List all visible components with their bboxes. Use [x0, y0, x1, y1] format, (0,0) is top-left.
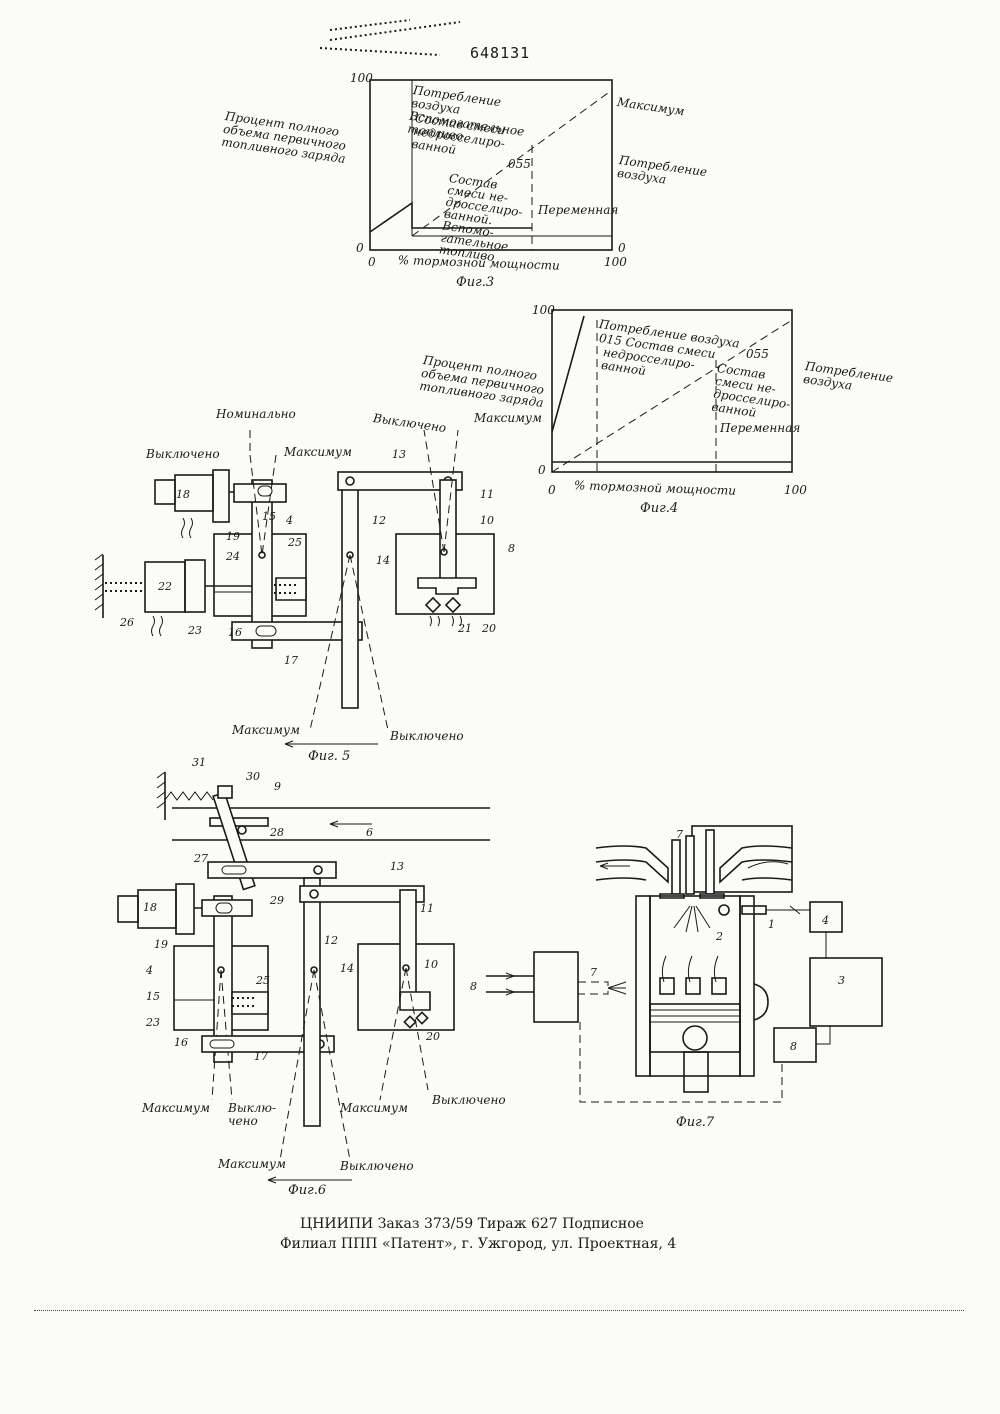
fig4-caption: Фиг.4 [640, 502, 678, 515]
fig3-label-055: 055 [508, 158, 531, 171]
fig3-right-top: 0 [618, 242, 626, 255]
svg-text:11: 11 [480, 488, 494, 501]
svg-text:11: 11 [420, 902, 434, 915]
fig5-label-off-left: Выключено [146, 448, 220, 461]
fig5-label-max-bottom: Максимум [232, 724, 300, 737]
fig3-caption: Фиг.3 [456, 276, 494, 289]
fig5-label-nominal: Номинально [216, 408, 296, 421]
svg-text:13: 13 [390, 860, 404, 873]
svg-text:19: 19 [226, 530, 240, 543]
fig4-label-055: 055 [746, 348, 769, 361]
fig6-label-off2: Выключено [432, 1094, 506, 1107]
svg-text:17: 17 [254, 1050, 268, 1063]
svg-text:12: 12 [372, 514, 386, 527]
fig3-label-variable: Переменная [538, 204, 618, 217]
fig6-label-max1: Максимум [142, 1102, 210, 1115]
svg-text:4: 4 [145, 964, 153, 977]
svg-text:31: 31 [192, 756, 206, 769]
fig6-mechanism [118, 772, 490, 1183]
fig6-label-off3: Выключено [340, 1160, 414, 1173]
fig6-label-max3: Максимум [218, 1158, 286, 1171]
fig5-label-max-right: Максимум [474, 412, 542, 425]
svg-text:7: 7 [590, 966, 597, 979]
fig3-label-mix2: Состав смеси не- дросселиро- ванной. Всп… [438, 172, 539, 268]
svg-text:26: 26 [119, 616, 134, 629]
svg-text:14: 14 [376, 554, 390, 567]
svg-text:27: 27 [193, 852, 208, 865]
svg-text:15: 15 [146, 990, 160, 1003]
svg-text:4: 4 [821, 914, 829, 927]
svg-text:7: 7 [676, 828, 683, 841]
svg-text:20: 20 [425, 1030, 440, 1043]
svg-text:24: 24 [225, 550, 240, 563]
svg-text:23: 23 [187, 624, 202, 637]
fig3-y-bottom: 0 [356, 242, 364, 255]
svg-text:6: 6 [366, 826, 373, 839]
scan-edge-line [34, 1310, 964, 1311]
svg-text:30: 30 [246, 770, 260, 783]
fig4-x-right: 100 [784, 484, 807, 497]
svg-text:15: 15 [262, 510, 276, 523]
svg-text:28: 28 [269, 826, 284, 839]
footer-line-1: ЦНИИПИ Заказ 373/59 Тираж 627 Подписное [300, 1216, 644, 1232]
fig4-y-top: 100 [532, 304, 555, 317]
svg-text:21: 21 [457, 622, 472, 635]
svg-text:16: 16 [228, 626, 242, 639]
svg-text:10: 10 [480, 514, 494, 527]
svg-text:23: 23 [145, 1016, 160, 1029]
svg-text:8: 8 [470, 980, 477, 993]
fig3-x-right: 100 [604, 256, 627, 269]
fig4-label-variable: Переменная [720, 422, 800, 435]
svg-text:16: 16 [174, 1036, 188, 1049]
fig7-engine [486, 826, 882, 1102]
svg-text:19: 19 [154, 938, 168, 951]
svg-text:22: 22 [157, 580, 172, 593]
scan-noise [320, 20, 460, 55]
svg-text:2: 2 [715, 930, 723, 943]
fig5-caption: Фиг. 5 [308, 750, 350, 763]
svg-text:8: 8 [790, 1040, 797, 1053]
fig3-x-left: 0 [368, 256, 376, 269]
fig4-y-bottom: 0 [538, 464, 546, 477]
svg-text:9: 9 [274, 780, 281, 793]
svg-text:13: 13 [392, 448, 406, 461]
svg-text:10: 10 [424, 958, 438, 971]
svg-text:12: 12 [324, 934, 338, 947]
fig6-label-max2: Максимум [340, 1102, 408, 1115]
svg-text:25: 25 [287, 536, 302, 549]
fig3-y-top: 100 [350, 72, 373, 85]
svg-text:4: 4 [285, 514, 293, 527]
svg-text:1: 1 [768, 918, 775, 931]
svg-text:8: 8 [508, 542, 515, 555]
fig5-label-max-top: Максимум [284, 446, 352, 459]
svg-text:20: 20 [481, 622, 496, 635]
fig6-label-off1: Выклю- чено [228, 1102, 272, 1128]
fig5-mechanism [95, 430, 494, 747]
svg-text:14: 14 [340, 962, 354, 975]
svg-text:18: 18 [143, 901, 157, 914]
svg-text:29: 29 [269, 894, 284, 907]
svg-text:18: 18 [176, 488, 190, 501]
svg-text:3: 3 [838, 974, 845, 987]
svg-text:25: 25 [255, 974, 270, 987]
fig4-x-left: 0 [548, 484, 556, 497]
fig5-label-off-bottom: Выключено [390, 730, 464, 743]
svg-text:17: 17 [284, 654, 298, 667]
fig7-caption: Фиг.7 [676, 1116, 714, 1129]
fig6-caption: Фиг.6 [288, 1184, 326, 1197]
footer-line-2: Филиал ППП «Патент», г. Ужгород, ул. Про… [280, 1236, 676, 1252]
fig4-label-mix2: Состав смеси не- дросселиро- ванной [711, 362, 795, 424]
